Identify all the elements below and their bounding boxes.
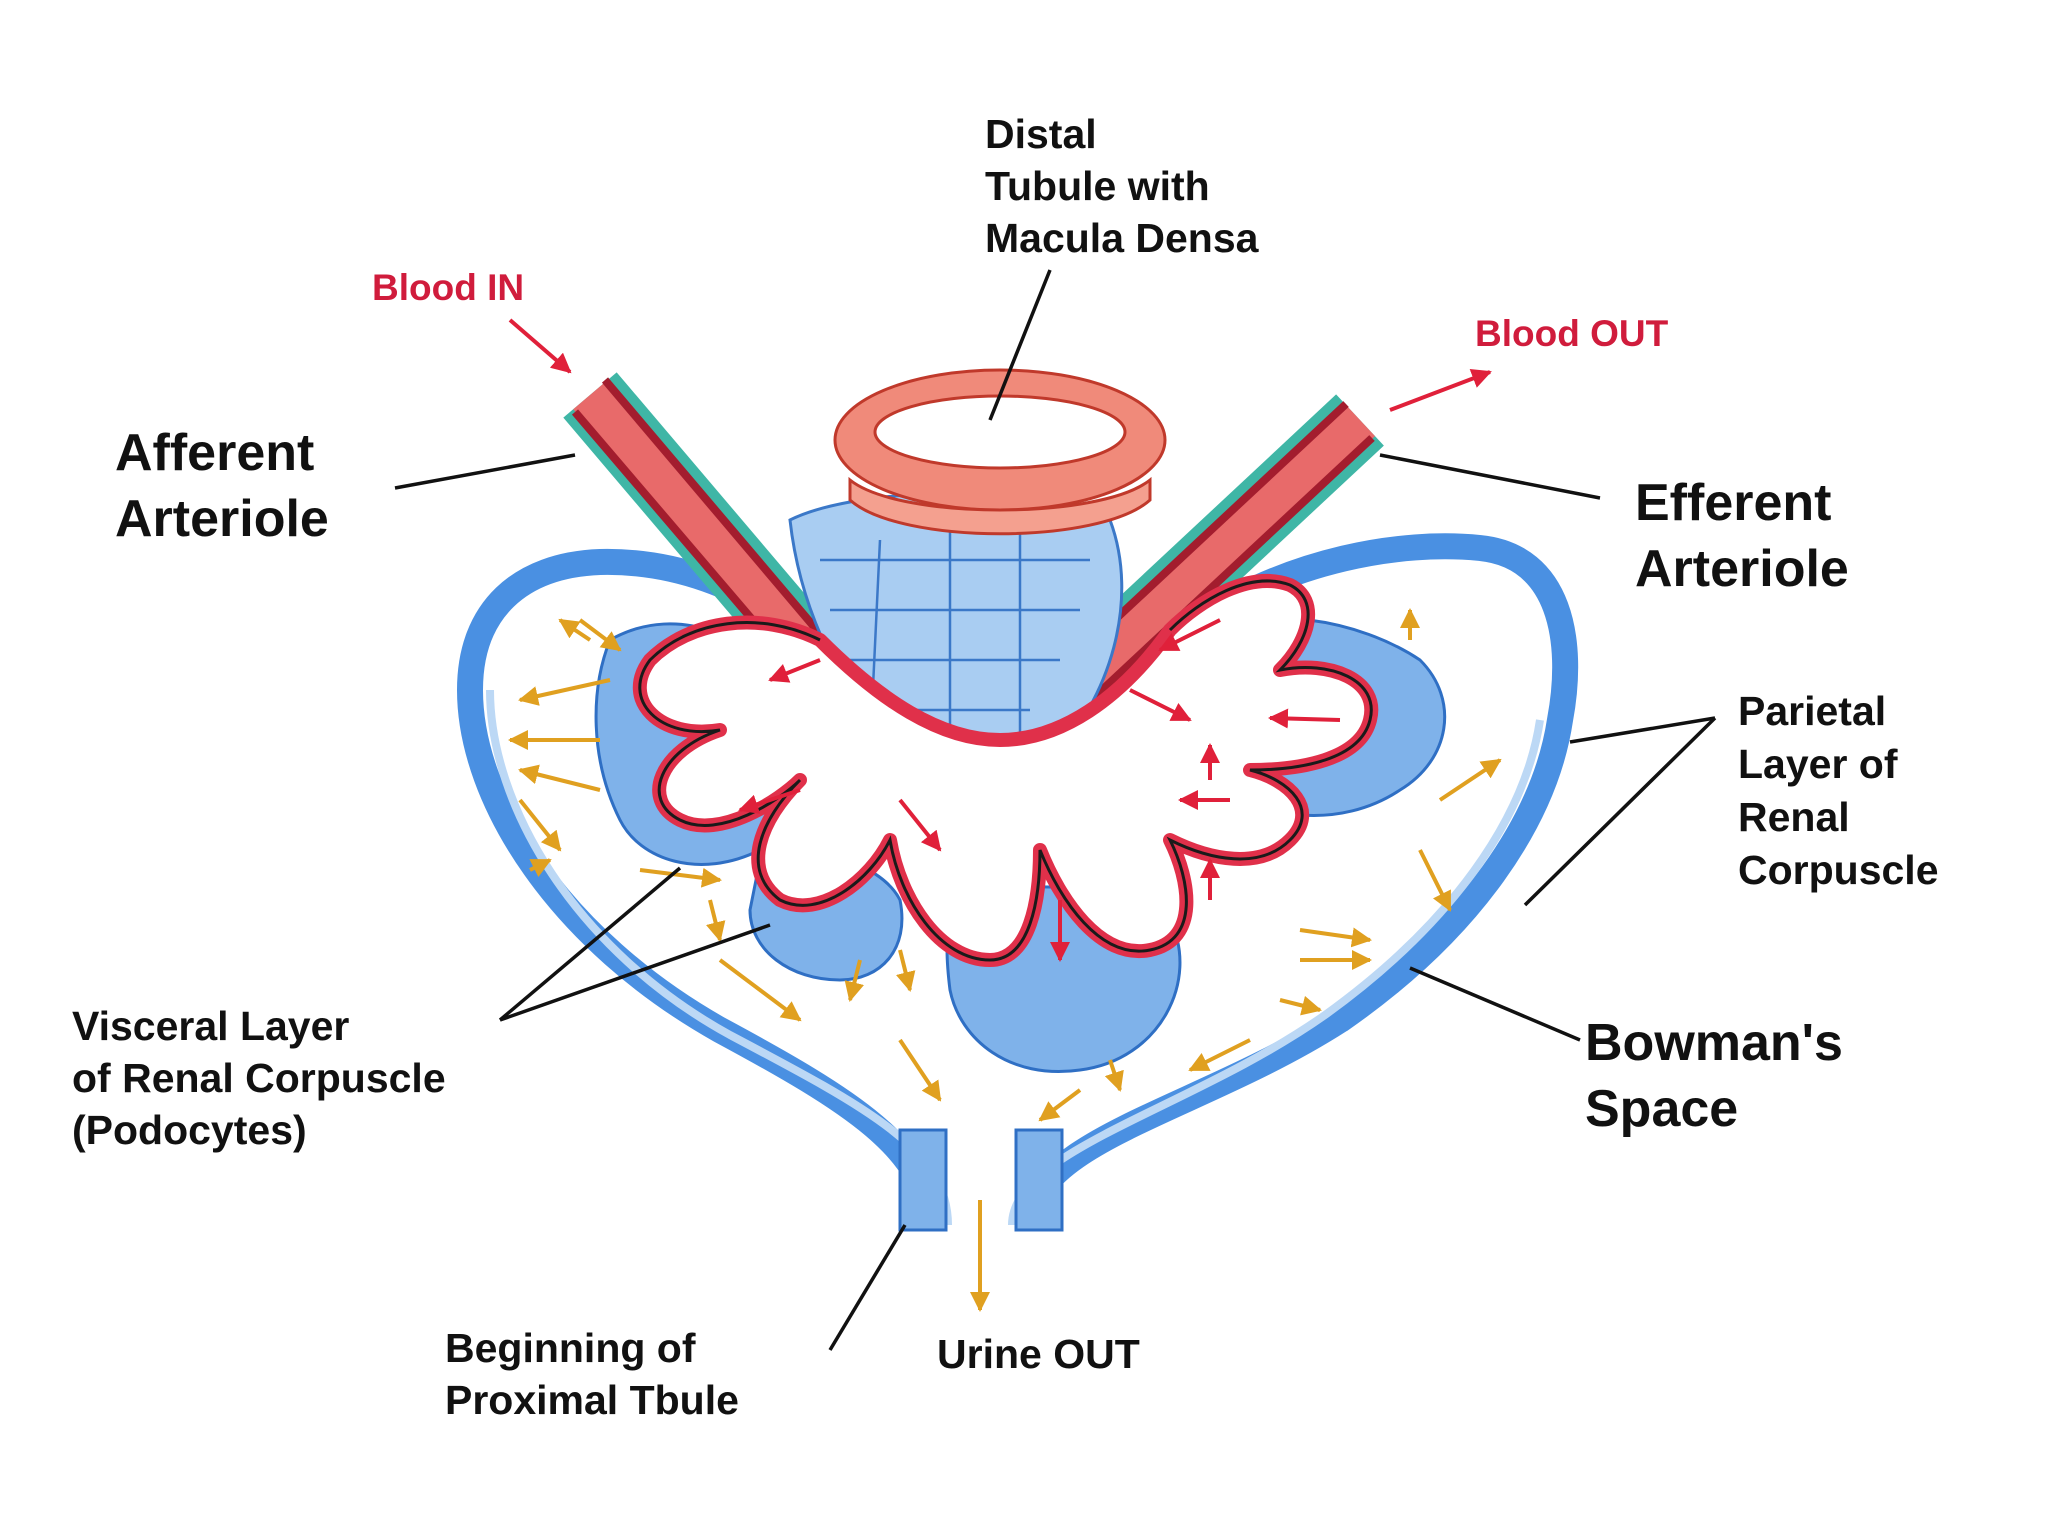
filtrate-flow-arrows [508,608,1502,1312]
parietal-label-line-3: Renal [1738,794,1850,840]
urine-out-label: Urine OUT [937,1331,1140,1377]
svg-text:Parietal Layer of: Parietal Layer of Renal Corpuscle [1738,688,1939,893]
parietal-label-line-4: Corpuscle [1738,847,1939,893]
blood-out-label: Blood OUT [1475,313,1669,354]
afferent-label-line-2: Arteriole [115,490,329,548]
bowman-label-line-2: Space [1585,1080,1738,1138]
parietal-label-line-1: Parietal [1738,688,1886,734]
svg-text:Visceral Layer of Renal: Visceral Layer of Renal Corpuscle (Podoc… [72,1003,457,1153]
visceral-label-line-1: Visceral Layer [72,1003,349,1049]
parietal-label-line-2: Layer of [1738,741,1898,787]
svg-text:Bowman's Space: Bowman's Space [1585,1014,1857,1138]
visceral-label-line-3: (Podocytes) [72,1107,307,1153]
svg-text:Afferent Arteriole: Afferent Arteriole [115,424,329,548]
proximal-tubule [898,1128,1064,1232]
blood-flow-arrows [508,318,1492,962]
glomerular-capillaries [632,574,1379,967]
blood-in-label: Blood IN [372,267,524,308]
proximal-label-line-1: Beginning of [445,1325,696,1371]
proximal-label-line-2: Proximal Tbule [445,1377,739,1423]
labels: Distal Tubule with Macula Densa Blood IN… [72,111,1939,1423]
bowman-label-line-1: Bowman's [1585,1014,1843,1072]
svg-text:Beginning of Proximal Tb: Beginning of Proximal Tbule [445,1325,739,1423]
leader-lines [394,269,1717,1351]
distal-label-line-3: Macula Densa [985,215,1260,261]
afferent-label-line-1: Afferent [115,424,314,482]
svg-text:Efferent Arteriole: Efferent Arteriole [1635,474,1849,598]
visceral-label-line-2: of Renal Corpuscle [72,1055,446,1101]
efferent-label-line-1: Efferent [1635,474,1831,532]
distal-tubule [833,368,1167,536]
distal-label-line-1: Distal [985,111,1097,157]
efferent-label-line-2: Arteriole [1635,540,1849,598]
distal-label-line-2: Tubule with [985,163,1210,209]
svg-text:Distal Tubule with: Distal Tubule with Macula Densa [985,111,1260,261]
